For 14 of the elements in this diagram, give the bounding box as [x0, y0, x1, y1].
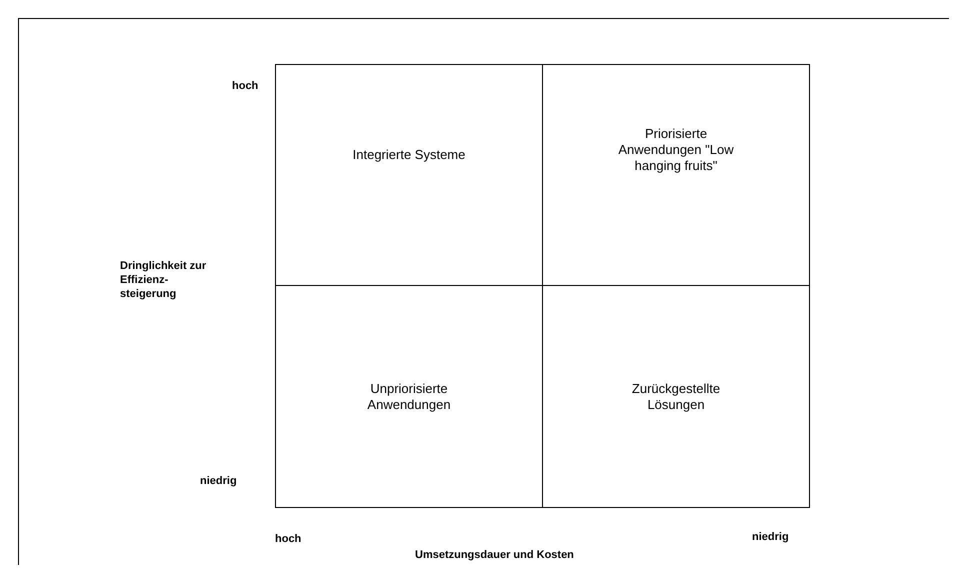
axis-tick-label: hoch — [275, 532, 302, 546]
quadrant-cell — [275, 64, 543, 286]
axis-title: Dringlichkeit zur Effizienz- steigerung — [120, 259, 208, 301]
axis-tick-label: niedrig — [752, 530, 789, 544]
axis-title: Umsetzungsdauer und Kosten — [415, 548, 574, 562]
axis-tick-label: hoch — [232, 79, 258, 93]
quadrant-label: Unpriorisierte Anwendungen — [366, 380, 452, 412]
quadrant-cell — [542, 64, 810, 286]
quadrant-label: Zurückgestellte Lösungen — [630, 380, 722, 412]
axis-tick-label: niedrig — [200, 474, 237, 488]
quadrant-cell — [542, 285, 810, 508]
quadrant-label: Integrierte Systeme — [352, 147, 466, 163]
quadrant-label: Priorisierte Anwendungen "Low hanging fruits" — [617, 126, 735, 174]
quadrant-cell — [275, 285, 543, 508]
